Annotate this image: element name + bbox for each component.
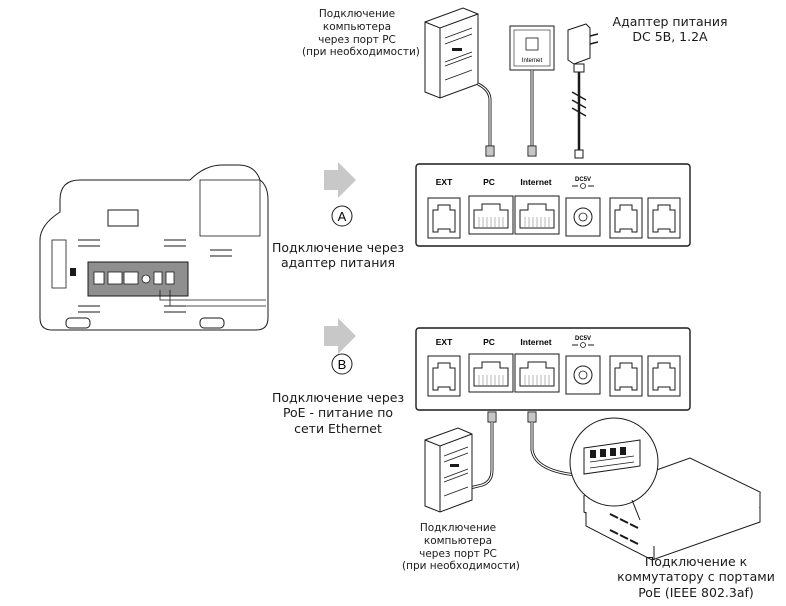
internet-wall-jack: Internet [509, 25, 555, 157]
badge-a: A [331, 205, 353, 227]
pc-tower-bottom [424, 427, 473, 513]
port-ext-label: EXT [436, 177, 453, 187]
port-internet-label: Internet [520, 177, 551, 187]
pc-tower-top [424, 7, 495, 157]
badge-b: B [331, 353, 353, 375]
badge-a-label: A [338, 209, 347, 224]
port-pc-label-b: PC [483, 337, 495, 347]
port-dc-label: DC5V [575, 177, 591, 183]
port-panel-a: EXT PC Internet DC5V [415, 163, 691, 247]
port-dc-label-b: DC5V [575, 336, 591, 342]
arrow-a [324, 162, 356, 198]
phone-back-view [39, 164, 269, 331]
arrow-b [324, 318, 356, 354]
wall-jack-label: Internet [522, 58, 543, 64]
power-adapter [567, 23, 599, 159]
badge-b-label: B [338, 357, 347, 372]
port-panel-b: EXT PC Internet DC5V [415, 327, 691, 411]
port-internet-label-b: Internet [520, 337, 551, 347]
port-ext-label-b: EXT [436, 337, 453, 347]
port-pc-label: PC [483, 177, 495, 187]
poe-switch [569, 417, 762, 561]
